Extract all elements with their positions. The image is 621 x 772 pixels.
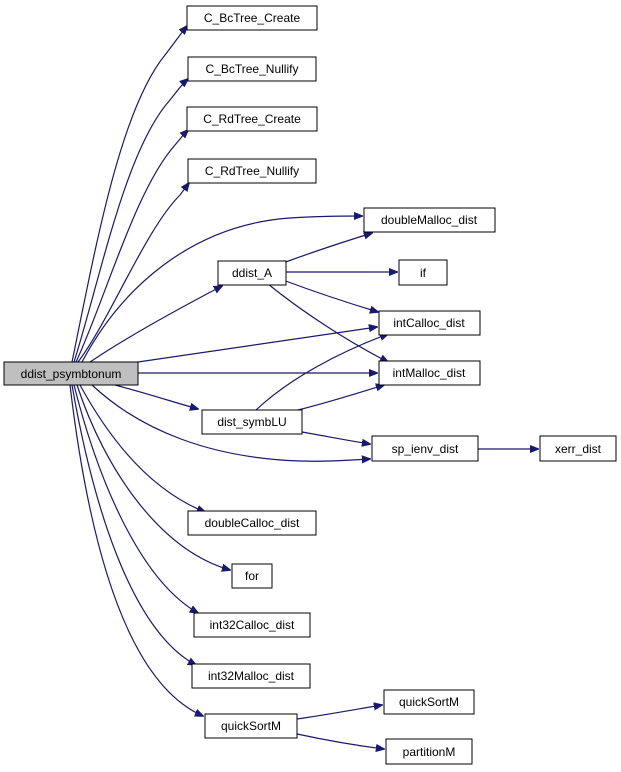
edge-root-dist-symblu	[114, 384, 198, 409]
edge-root-bc-create	[71, 26, 187, 363]
node-label: quickSortM	[221, 719, 281, 733]
node-label: quickSortM	[399, 695, 459, 709]
node-c-bctree-create[interactable]: C_BcTree_Create	[186, 5, 318, 31]
edge-root-double-malloc	[81, 216, 362, 363]
node-intmalloc-dist[interactable]: intMalloc_dist	[378, 360, 481, 386]
node-int32malloc-dist[interactable]: int32Malloc_dist	[191, 663, 311, 689]
node-c-bctree-nullify[interactable]: C_BcTree_Nullify	[187, 56, 317, 82]
edge-root-bc-nullify	[73, 79, 188, 363]
edge-root-sp-ienv	[91, 384, 370, 461]
edge-root-int32-malloc	[71, 384, 196, 665]
edge-root-int-calloc	[137, 327, 377, 363]
node-for[interactable]: for	[231, 563, 273, 589]
node-label: ddist_psymbtonum	[21, 367, 122, 381]
node-xerr-dist[interactable]: xerr_dist	[539, 435, 617, 462]
edge-dist-symblu-int-malloc	[297, 385, 384, 411]
node-label: doubleCalloc_dist	[205, 516, 300, 530]
node-quicksortm-callee[interactable]: quickSortM	[383, 689, 475, 715]
nodes: ddist_psymbtonum C_BcTree_Create C_BcTre…	[3, 5, 617, 765]
edge-ddist-a-double-malloc	[282, 233, 372, 264]
node-partitionm[interactable]: partitionM	[385, 738, 473, 765]
node-label: C_RdTree_Create	[203, 112, 301, 126]
node-label: ddist_A	[232, 266, 272, 280]
node-label: intCalloc_dist	[393, 316, 465, 330]
edge-quicksort-partition	[296, 733, 384, 749]
edge-ddist-a-int-malloc	[267, 283, 388, 362]
node-label: C_RdTree_Nullify	[205, 164, 299, 178]
edge-root-rd-create	[75, 130, 188, 363]
node-label: for	[245, 569, 259, 583]
edge-root-ddist-a	[89, 286, 222, 363]
node-doublecalloc-dist[interactable]: doubleCalloc_dist	[187, 510, 317, 536]
node-dist-symblu[interactable]: dist_symbLU	[201, 409, 303, 435]
node-if[interactable]: if	[398, 259, 448, 286]
edge-root-for	[76, 384, 230, 570]
node-int32calloc-dist[interactable]: int32Calloc_dist	[193, 612, 311, 638]
node-label: doubleMalloc_dist	[381, 213, 478, 227]
node-label: int32Calloc_dist	[210, 618, 295, 632]
node-label: C_BcTree_Create	[204, 11, 301, 25]
node-label: dist_symbLU	[217, 415, 286, 429]
node-label: intMalloc_dist	[393, 366, 466, 380]
node-c-rdtree-nullify[interactable]: C_RdTree_Nullify	[187, 158, 317, 184]
node-label: partitionM	[403, 745, 456, 759]
node-ddist-psymbtonum[interactable]: ddist_psymbtonum	[3, 361, 139, 386]
edge-ddist-a-int-calloc	[282, 279, 378, 312]
node-quicksortm[interactable]: quickSortM	[204, 713, 298, 739]
node-ddist-a[interactable]: ddist_A	[217, 260, 287, 286]
node-doublemalloc-dist[interactable]: doubleMalloc_dist	[363, 207, 496, 233]
node-sp-ienv-dist[interactable]: sp_ienv_dist	[371, 435, 479, 462]
node-label: int32Malloc_dist	[208, 669, 295, 683]
node-label: if	[420, 266, 427, 280]
edge-root-double-calloc	[79, 384, 205, 512]
edge-root-rd-nullify	[77, 183, 189, 363]
edge-root-int32-calloc	[73, 384, 198, 613]
edge-dist-symblu-int-calloc	[255, 334, 388, 411]
edges	[69, 26, 538, 749]
node-intcalloc-dist[interactable]: intCalloc_dist	[378, 310, 481, 336]
edge-quicksort-quicksort	[296, 705, 382, 720]
node-label: C_BcTree_Nullify	[206, 62, 299, 76]
edge-root-quicksort	[69, 384, 203, 716]
node-label: xerr_dist	[555, 442, 602, 456]
node-label: sp_ienv_dist	[392, 442, 459, 456]
edge-dist-symblu-sp-ienv	[301, 431, 370, 444]
node-c-rdtree-create[interactable]: C_RdTree_Create	[186, 106, 318, 132]
